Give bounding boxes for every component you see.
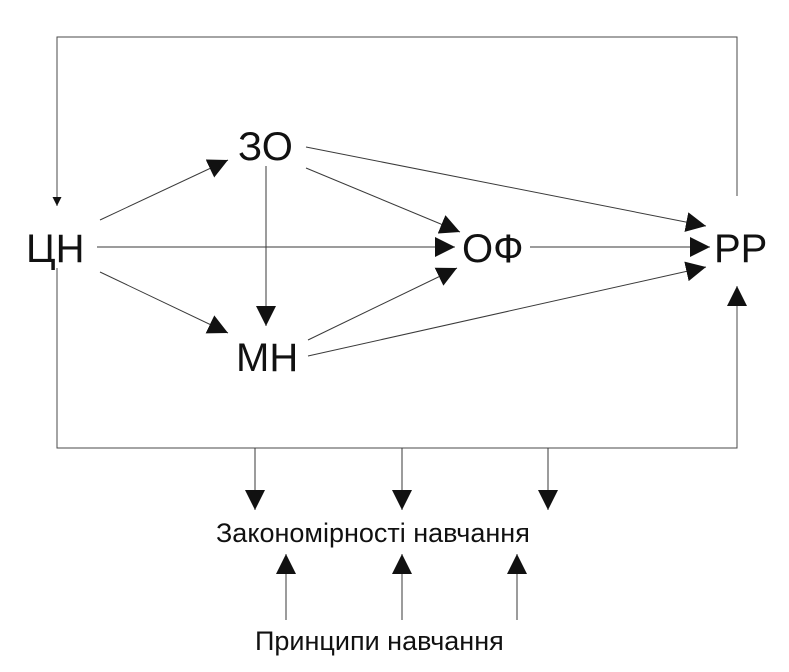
- regularities-label: Закономірності навчання: [216, 518, 530, 548]
- feedback-loop-top: [52, 36, 738, 206]
- arrow-zo-to-of: [305, 167, 461, 234]
- node-cn: ЦН: [26, 227, 84, 271]
- node-of: ОФ: [462, 227, 524, 271]
- arrow-zo-to-rr: [305, 146, 707, 232]
- feedback-loop-bottom: [56, 268, 747, 449]
- node-zo: ЗО: [238, 125, 293, 169]
- node-mn: МН: [236, 336, 298, 380]
- arrow-cn-to-zo: [99, 159, 229, 221]
- principles-label: Принципи навчання: [255, 626, 504, 656]
- arrow-mn-to-of: [307, 267, 458, 341]
- arrow-cn-to-mn: [99, 271, 229, 334]
- arrow-mn-to-rr: [307, 261, 707, 357]
- node-rr: РР: [714, 227, 767, 271]
